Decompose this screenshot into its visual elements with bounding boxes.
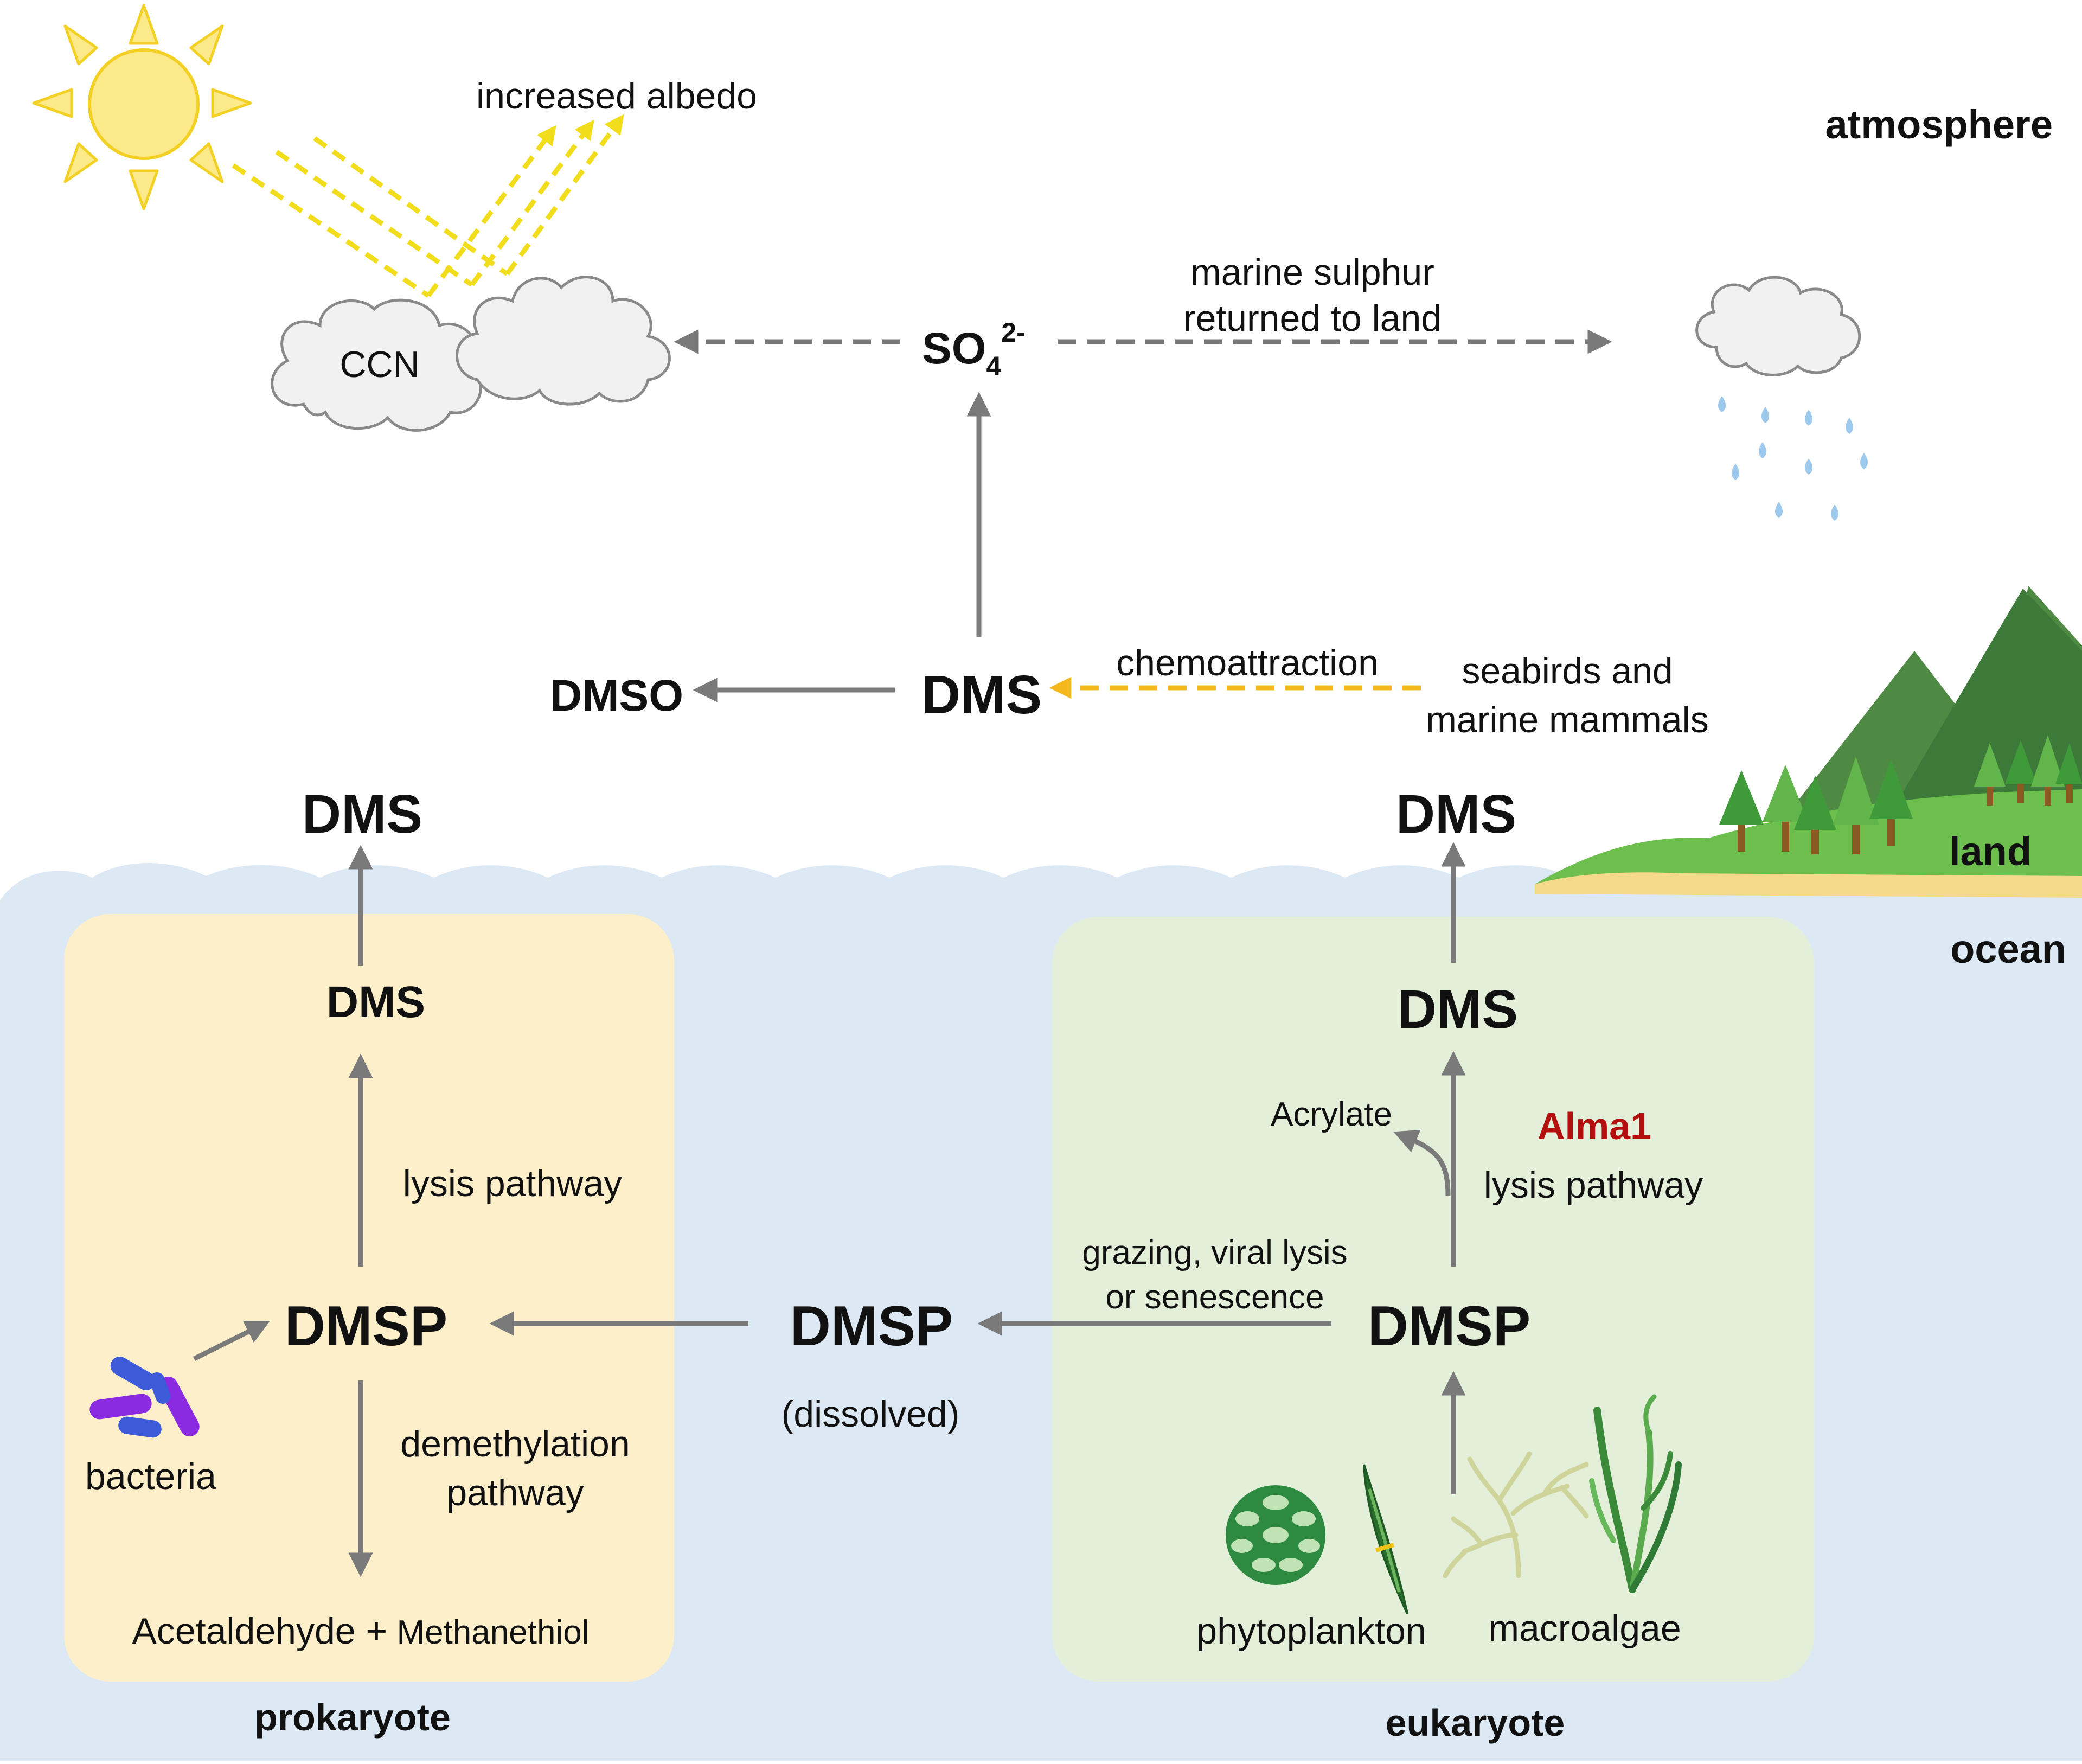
prokaryote-dmsp: DMSP	[285, 1295, 447, 1358]
alma1-label: Alma1	[1538, 1105, 1651, 1147]
bacteria-label: bacteria	[85, 1456, 216, 1497]
ccn-cloud-icon	[271, 298, 482, 432]
diatom-icon	[1363, 1464, 1408, 1614]
eukaryote-dmsp: DMSP	[1368, 1295, 1530, 1358]
eukaryote-dms: DMS	[1398, 979, 1518, 1040]
green-seaweed-icon	[1589, 1394, 1682, 1593]
bacteria-icon	[89, 1357, 200, 1438]
grazing-line2: or senescence	[1105, 1279, 1324, 1316]
coccolithophore-icon	[1226, 1485, 1325, 1585]
rain-cloud-icon	[1695, 276, 1861, 376]
chemoattraction-label: chemoattraction	[1116, 642, 1379, 683]
eukaryote-dms-top: DMS	[1396, 784, 1516, 845]
seabirds-line2: marine mammals	[1426, 699, 1708, 740]
ccn-label: CCN	[339, 344, 419, 385]
region-eukaryote: eukaryote	[1386, 1702, 1565, 1744]
prokaryote-box	[64, 914, 674, 1682]
methanethiol-label: Methanethiol	[387, 1614, 589, 1651]
reflected-rays	[426, 114, 624, 297]
region-atmosphere: atmosphere	[1825, 102, 2053, 147]
grazing-line1: grazing, viral lysis	[1082, 1234, 1347, 1271]
sulphur-return-line2: returned to land	[1183, 298, 1442, 339]
prokaryote-dms-top: DMS	[302, 784, 422, 845]
eukaryote-arrows	[1393, 842, 1466, 1494]
sunlight-rays	[232, 136, 509, 298]
raindrops-icon	[1718, 396, 1868, 521]
phytoplankton-label: phytoplankton	[1196, 1610, 1426, 1652]
acetaldehyde-label: Acetaldehyde +	[132, 1610, 388, 1652]
seabirds-line1: seabirds and	[1462, 650, 1673, 692]
demethylation-line2: pathway	[446, 1472, 584, 1513]
solid-arrows-atmosphere	[693, 392, 991, 702]
prokaryote-lysis-label: lysis pathway	[403, 1163, 622, 1204]
dmso-label: DMSO	[550, 671, 683, 720]
trees-icon	[1719, 735, 2082, 854]
land-hill	[1535, 789, 2082, 887]
products-label: Acetaldehyde + Methanethiol	[132, 1610, 590, 1652]
sulphur-return-line1: marine sulphur	[1190, 252, 1434, 293]
region-land: land	[1949, 829, 2032, 874]
prokaryote-arrows	[193, 845, 373, 1577]
sulphate-label: SO42-	[922, 317, 1026, 381]
dissolved-dmsp: DMSP	[790, 1295, 953, 1358]
macroalgae-label: macroalgae	[1488, 1608, 1681, 1649]
albedo-label: increased albedo	[476, 75, 757, 117]
acrylate-label: Acrylate	[1271, 1096, 1392, 1133]
region-prokaryote: prokaryote	[254, 1696, 451, 1739]
land-icon	[1535, 586, 2082, 898]
eukaryote-lysis-label: lysis pathway	[1484, 1165, 1703, 1206]
sulphate-superscript: 2-	[1001, 317, 1025, 348]
sulphate-base: SO	[922, 324, 986, 373]
red-seaweed-icon	[1443, 1451, 1589, 1578]
sulphate-subscript: 4	[986, 351, 1001, 381]
demethylation-line1: demethylation	[400, 1423, 630, 1465]
region-ocean: ocean	[1950, 926, 2066, 972]
sand-shore	[1535, 872, 2082, 898]
sun-icon	[32, 4, 252, 210]
dissolved-label: (dissolved)	[781, 1394, 960, 1435]
eukaryote-box	[1052, 917, 1814, 1682]
cloud-icon	[456, 276, 671, 406]
dms-atmosphere: DMS	[921, 664, 1042, 725]
prokaryote-dms: DMS	[326, 977, 425, 1027]
